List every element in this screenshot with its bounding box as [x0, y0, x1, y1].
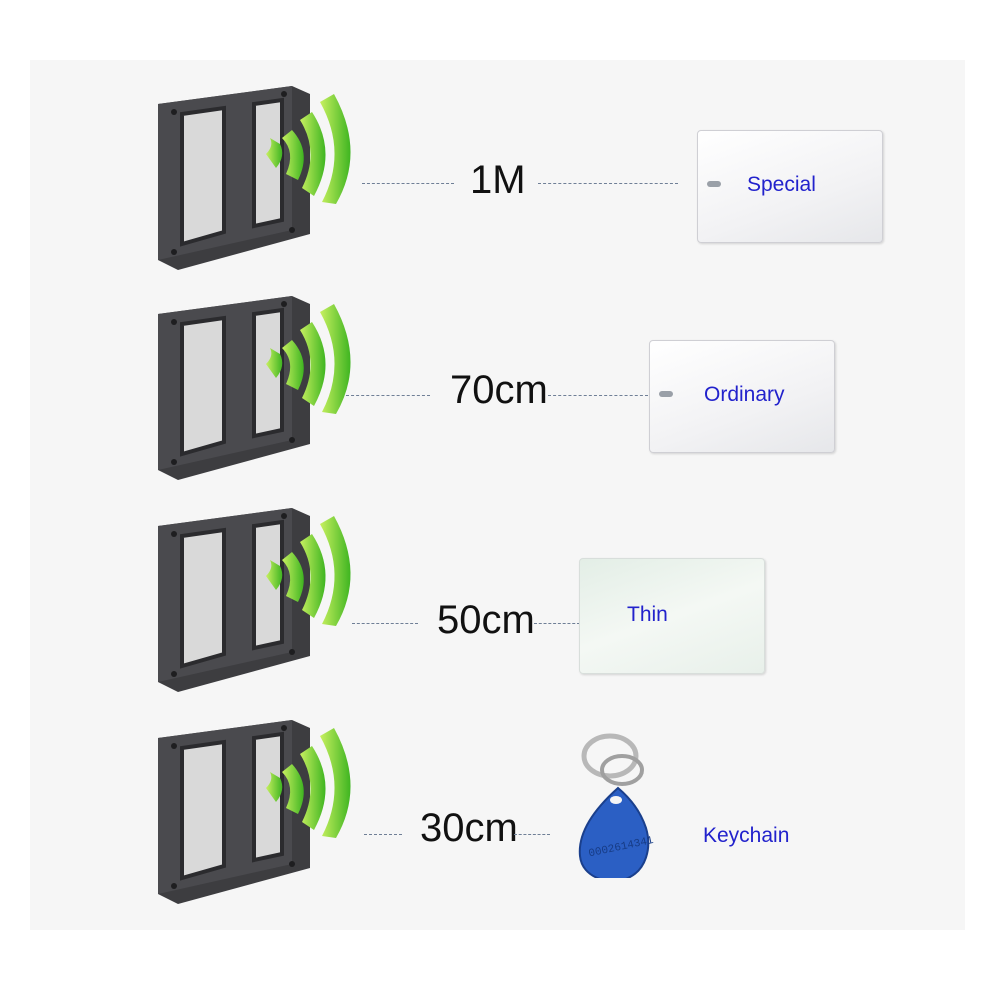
distance-label: 30cm	[420, 806, 518, 850]
dashed-line-right	[534, 623, 580, 624]
card-special	[697, 130, 883, 243]
keychain-fob-icon: 0002614341	[578, 733, 655, 878]
card-type-label: Ordinary	[704, 383, 785, 406]
distance-label: 50cm	[437, 598, 535, 642]
dashed-line-right	[548, 395, 648, 396]
card-slot	[659, 391, 673, 397]
range-row-50cm: 50cm Thin	[0, 506, 1000, 716]
card-ordinary	[649, 340, 835, 453]
range-row-1m: 1M Special	[0, 84, 1000, 294]
distance-label: 1M	[470, 158, 526, 202]
range-row-30cm: 30cm 0002614341 Keychain	[0, 718, 1000, 928]
signal-waves-icon	[266, 304, 351, 414]
signal-waves-icon	[266, 728, 351, 838]
signal-waves-icon	[266, 516, 351, 626]
dashed-line-right	[538, 183, 678, 184]
dashed-line-left	[362, 183, 454, 184]
distance-label: 70cm	[450, 368, 548, 412]
dashed-line-left	[346, 395, 430, 396]
card-thin	[579, 558, 765, 674]
signal-waves-icon	[266, 94, 351, 204]
card-type-label: Special	[747, 173, 816, 196]
range-row-70cm: 70cm Ordinary	[0, 294, 1000, 504]
dashed-line-right	[514, 834, 550, 835]
card-type-label: Keychain	[703, 824, 790, 847]
card-type-label: Thin	[627, 603, 668, 626]
dashed-line-left	[364, 834, 402, 835]
card-slot	[707, 181, 721, 187]
dashed-line-left	[352, 623, 418, 624]
